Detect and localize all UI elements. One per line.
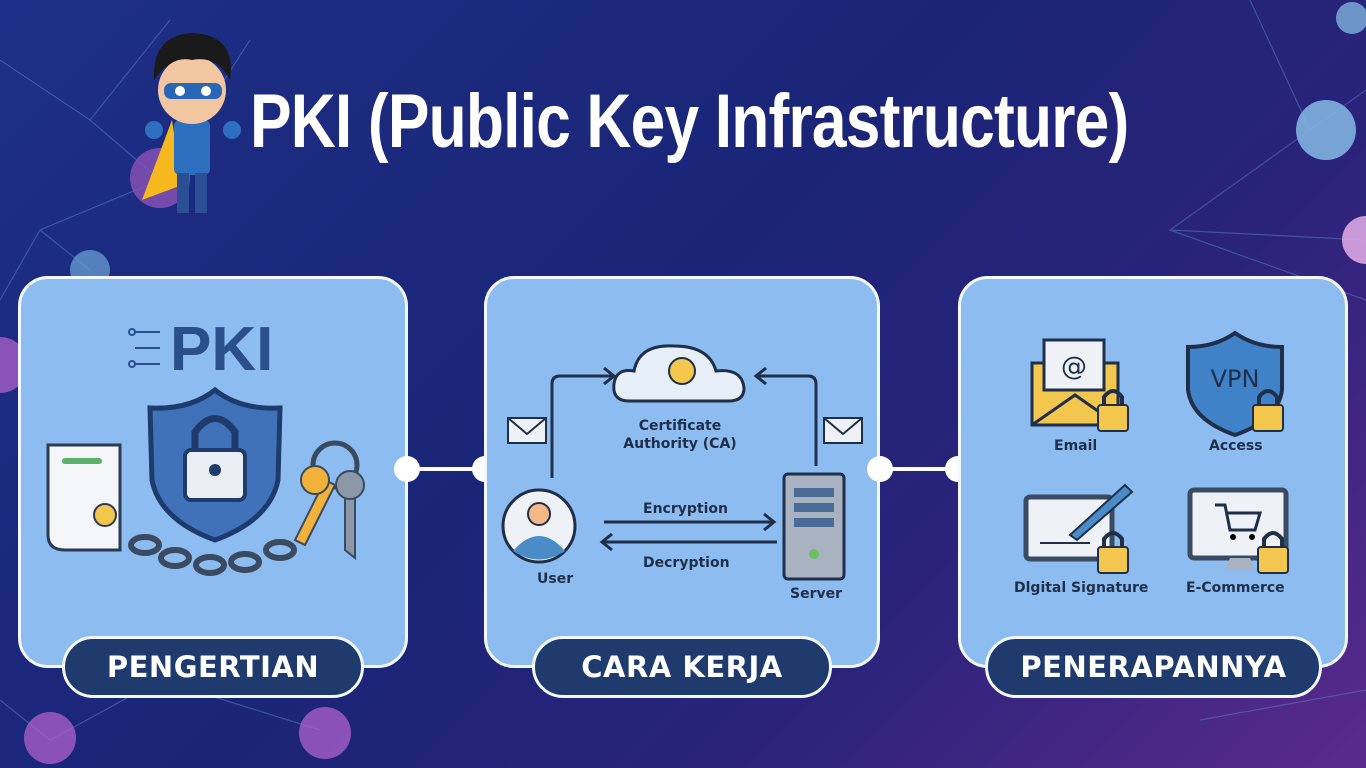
label-pengertian: PENGERTIAN <box>62 636 364 698</box>
arrow-encryption <box>604 512 777 532</box>
superhero-mascot <box>142 33 241 213</box>
connector-dot <box>394 456 420 482</box>
arrow-decryption <box>599 532 777 552</box>
email-icon: @ <box>1030 338 1120 427</box>
user-icon <box>501 488 577 564</box>
label-penerapannya: PENERAPANNYA <box>985 636 1322 698</box>
pki-illustration: PKI <box>46 315 365 576</box>
padlock-icons <box>1097 389 1289 574</box>
user-label: User <box>537 571 574 587</box>
arrow-server-to-ca <box>753 366 818 466</box>
application-ecommerce: E-Commerce <box>1186 580 1285 596</box>
arrow-user-to-ca <box>550 366 617 478</box>
decryption-label: Decryption <box>643 555 730 571</box>
envelope-icon <box>823 417 863 444</box>
page-title: PKI (Public Key Infrastructure) <box>250 79 1129 164</box>
connector-dot <box>867 456 893 482</box>
svg-text:@: @ <box>1061 352 1087 382</box>
server-label: Server <box>790 586 843 602</box>
envelope-icon <box>507 417 547 444</box>
connector-line <box>418 467 476 471</box>
connector-line <box>890 467 948 471</box>
digital-signature-icon <box>1023 483 1134 562</box>
svg-text:VPN: VPN <box>1211 365 1260 393</box>
application-email: Email <box>1054 438 1098 454</box>
applications-icons: @ VPN <box>1023 330 1289 574</box>
certificate-badge-icon <box>668 357 696 385</box>
pki-logo-text: PKI <box>170 315 273 384</box>
application-digital-signature: Dlgital Signature <box>1014 580 1149 596</box>
application-access: Access <box>1209 438 1263 454</box>
label-cara-kerja: CARA KERJA <box>532 636 832 698</box>
panel-penerapannya <box>958 276 1348 668</box>
server-icon <box>782 472 846 581</box>
encryption-label: Encryption <box>643 501 728 517</box>
pki-flow-diagram <box>501 344 863 581</box>
ecommerce-monitor-icon <box>1187 487 1289 570</box>
